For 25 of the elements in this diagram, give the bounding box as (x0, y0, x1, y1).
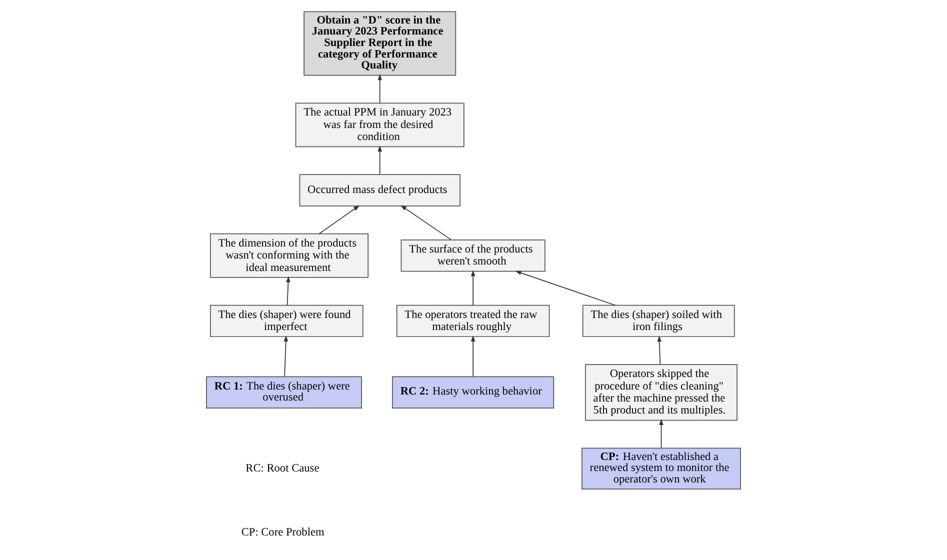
arrow (378, 74, 382, 104)
node-box: CP: Haven't established a renewed system to monitor the operator's own work (582, 448, 741, 490)
arrow (470, 335, 476, 377)
node-box: Occurred mass defect products (299, 174, 460, 206)
node-box: RC 1: The dies (shaper) were overused (206, 376, 362, 408)
node-box: The operators treated the raw materials roughly (396, 304, 550, 338)
node-box: The dimension of the products wasn't conforming with the ideal measurement (210, 233, 369, 278)
arrow (286, 276, 290, 306)
node-box: The dies (shaper) were found imperfect (210, 304, 364, 338)
arrow (284, 335, 288, 377)
arrow (318, 205, 360, 234)
node-box: The dies (shaper) soiled with iron filings (582, 304, 735, 338)
node-box: RC 2: Hasty working behavior (392, 376, 554, 408)
arrow (378, 145, 382, 175)
node-box: Operators skipped the procedure of "dies cleaning" after the machine pressed the 5th product and its multiples. (585, 364, 738, 421)
node-box: Obtain a "D" score in the January 2023 Performance Supplier Report in the category of Performance Quality (304, 11, 456, 76)
arrow (470, 270, 476, 306)
arrow (659, 418, 664, 448)
label: CP: Core Problem (241, 526, 324, 539)
arrow (657, 336, 662, 365)
node-box: The surface of the products weren't smooth (400, 240, 546, 272)
arrow (400, 205, 452, 240)
arrow (515, 270, 616, 306)
node-box: The actual PPM in January 2023 was far from the desired condition (295, 102, 464, 148)
label: RC: Root Cause (246, 462, 320, 475)
